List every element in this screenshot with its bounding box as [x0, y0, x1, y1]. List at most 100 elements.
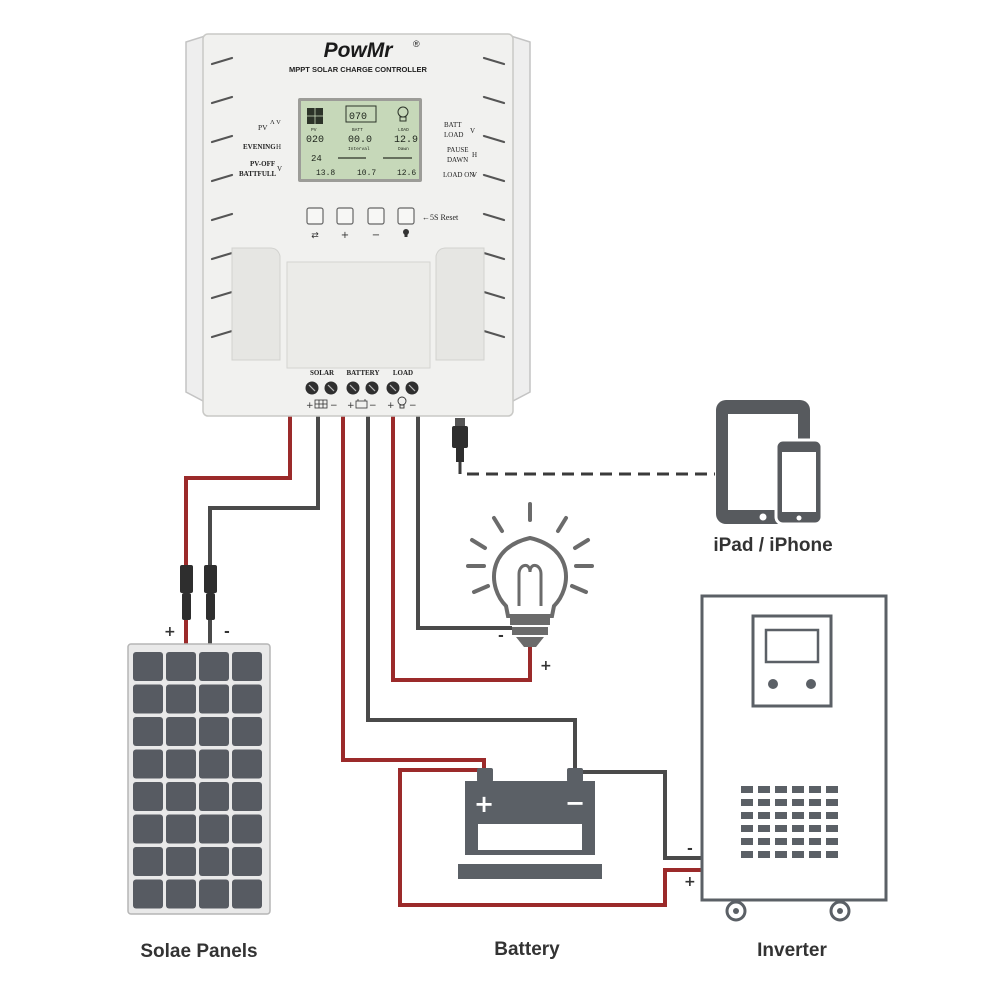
lcd-interval-label: Interval: [348, 146, 370, 152]
inverter-vent-slot: [758, 851, 770, 858]
battery-negative-wire: [366, 415, 577, 772]
button-plus[interactable]: [336, 207, 354, 225]
inverter-vent-slot: [809, 786, 821, 793]
battery-plus-sign: +: [474, 790, 494, 818]
inverter-plus-label: +: [684, 874, 696, 890]
charge-controller: PowMr ® MPPT SOLAR CHARGE CONTROLLER PV …: [185, 33, 531, 417]
caption-battery: Battery: [494, 939, 560, 960]
solar-cell: [133, 749, 163, 779]
label-batt-full: BATTFULL: [239, 170, 277, 178]
solar-cell: [199, 814, 229, 844]
inverter-vent-slot: [809, 838, 821, 845]
label-right-v2: V: [472, 171, 477, 179]
lower-panel: [231, 247, 485, 369]
inverter-vent-slot: [775, 786, 787, 793]
solar-cell: [232, 749, 262, 779]
solar-cell: [166, 684, 196, 714]
solar-plus-label: +: [164, 624, 176, 640]
battery-icon: [355, 399, 368, 409]
inverter-vent-slot: [792, 851, 804, 858]
registered-mark: ®: [413, 39, 420, 49]
lcd-load-voltage: 12.9: [394, 135, 418, 146]
inverter-vent-slot: [826, 799, 838, 806]
solar-cell: [166, 814, 196, 844]
inverter-positive-wire: [398, 768, 702, 907]
solar-cell: [133, 684, 163, 714]
button-minus-symbol: −: [372, 230, 380, 241]
solar-grid-icon: [314, 399, 328, 409]
label-dawn: DAWN: [447, 156, 468, 164]
label-pv-arrows: Λ V: [270, 119, 281, 126]
solar-cell: [133, 782, 163, 811]
wires: [184, 415, 715, 907]
inverter-vent-slot: [775, 838, 787, 845]
caption-inverter: Inverter: [757, 940, 827, 961]
bulb-minus-label: -: [498, 628, 504, 644]
solar-cell: [133, 652, 163, 681]
caption-solar-panels: Solae Panels: [140, 941, 257, 962]
button-minus[interactable]: [367, 207, 385, 225]
inverter-vent-slot: [792, 838, 804, 845]
load-negative-wire: [416, 415, 512, 630]
solar-cell: [232, 782, 262, 811]
solar-cell: [199, 717, 229, 746]
inverter-vent-slot: [792, 786, 804, 793]
label-right-h: H: [472, 151, 477, 159]
lcd-pv-voltage: 020: [306, 135, 324, 146]
label-right-v1: V: [470, 127, 475, 135]
inverter-vent-slot: [741, 799, 753, 806]
battery-plus-mark: +: [347, 401, 355, 411]
light-bulb-icon: [466, 502, 594, 647]
solar-panel: [127, 643, 271, 915]
control-buttons: ⇄ + − ←5S Reset: [306, 207, 459, 241]
label-pv-off: PV-OFF: [250, 160, 275, 168]
solar-panel-icon: [307, 108, 323, 124]
inverter-vents: [741, 786, 838, 858]
lcd-battery-percent: 070: [349, 112, 367, 123]
battery-minus-mark: −: [369, 401, 377, 411]
inverter-vent-slot: [741, 786, 753, 793]
battery-minus-sign: −: [565, 789, 585, 817]
solar-cell: [166, 782, 196, 811]
lcd-value-3: 12.6: [397, 169, 416, 178]
inverter-vent-slot: [809, 851, 821, 858]
lcd-bulb-icon: [397, 106, 409, 122]
lcd-load-label: LOAD: [398, 127, 409, 133]
solar-cell: [199, 684, 229, 714]
inverter-vent-slot: [826, 786, 838, 793]
load-positive-wire: [391, 415, 532, 682]
lcd-value-1: 13.8: [316, 169, 335, 178]
solar-cell: [232, 879, 262, 909]
button-light[interactable]: [397, 207, 415, 225]
inverter-vent-slot: [758, 825, 770, 832]
solar-cell: [232, 717, 262, 746]
load-bulb-icon: [397, 396, 407, 409]
inverter-vent-slot: [792, 812, 804, 819]
solar-minus-label: -: [224, 624, 230, 640]
solar-minus-mark: −: [330, 401, 338, 411]
inverter-vent-slot: [758, 786, 770, 793]
solar-cell: [133, 847, 163, 876]
ipad-iphone-icon: [716, 400, 824, 526]
label-load-on: LOAD ON: [443, 171, 474, 179]
solar-cell: [199, 879, 229, 909]
lcd-batt-label: BATT: [352, 127, 363, 133]
inverter-vent-slot: [741, 838, 753, 845]
battery-positive-wire: [341, 415, 486, 772]
inverter-negative-wire: [575, 770, 702, 860]
battery-level-icon: [345, 105, 377, 123]
bulb-plus-label: +: [540, 658, 552, 674]
solar-cell: [166, 879, 196, 909]
label-evening: EVENING: [243, 143, 276, 151]
cooling-fins: [210, 56, 506, 339]
button-switch[interactable]: [306, 207, 324, 225]
solar-cell: [166, 652, 196, 681]
solar-cell: [199, 847, 229, 876]
inverter-vent-slot: [826, 812, 838, 819]
inverter-vent-slot: [741, 812, 753, 819]
load-plus-mark: +: [387, 401, 395, 411]
usb-plug-icon: [452, 418, 468, 462]
label-load: LOAD: [444, 131, 463, 139]
model-name: MPPT SOLAR CHARGE CONTROLLER: [289, 65, 427, 74]
